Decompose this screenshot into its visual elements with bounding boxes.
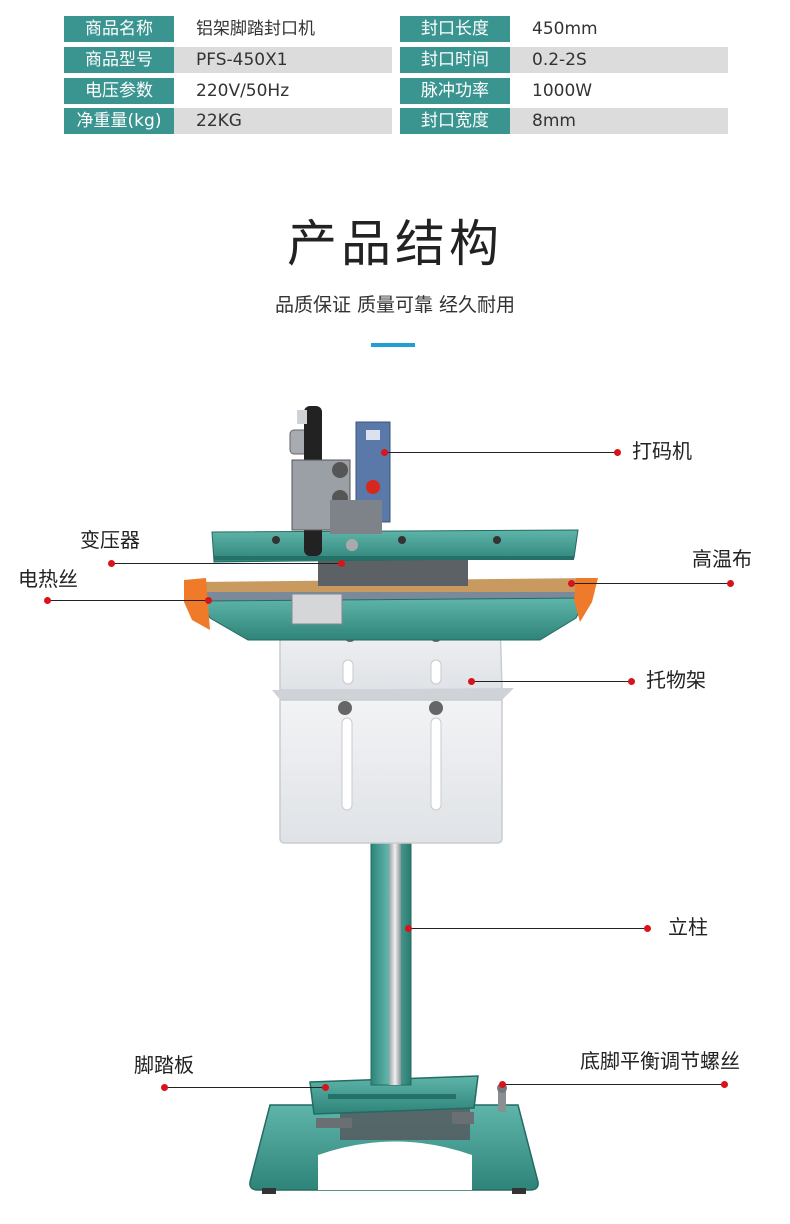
callout-label-tray: 托物架 (646, 668, 706, 692)
lower-jaw (184, 578, 598, 641)
callout-dot (568, 580, 575, 587)
spec-value: 450mm (532, 19, 598, 39)
spec-value: 0.2-2S (510, 47, 728, 73)
callout-line-teflon-cloth (572, 583, 730, 584)
callout-dot (161, 1084, 168, 1091)
spec-key: 封口时间 (400, 47, 510, 73)
callout-dot (44, 597, 51, 604)
spec-key: 商品名称 (64, 16, 174, 42)
callout-dot (338, 560, 345, 567)
callout-line-transformer (112, 563, 342, 564)
callout-dot (405, 925, 412, 932)
callout-dot (614, 449, 621, 456)
spec-value: 1000W (532, 81, 593, 101)
spec-row-voltage: 电压参数 220V/50Hz (64, 78, 392, 104)
spec-row-width: 封口宽度 8mm (400, 108, 728, 134)
spec-key: 封口宽度 (400, 108, 510, 134)
upper-jaw (211, 529, 579, 586)
callout-line-tray (472, 681, 632, 682)
spec-key: 电压参数 (64, 78, 174, 104)
callout-dot (205, 597, 212, 604)
section-title: 产品结构 (287, 215, 503, 273)
spec-row-length: 封口长度 450mm (400, 16, 728, 42)
callout-dot (628, 678, 635, 685)
spec-key: 净重量(kg) (64, 108, 174, 134)
callout-dot (721, 1081, 728, 1088)
callout-line-heating-wire (48, 600, 210, 601)
spec-key: 脉冲功率 (400, 78, 510, 104)
callout-dot (499, 1081, 506, 1088)
section-subtitle: 品质保证 质量可靠 经久耐用 (274, 294, 516, 316)
callout-dot (322, 1084, 329, 1091)
callout-label-pedal: 脚踏板 (134, 1053, 194, 1077)
callout-dot (108, 560, 115, 567)
callout-dot (468, 678, 475, 685)
spec-value: 8mm (510, 108, 728, 134)
callout-label-column: 立柱 (668, 915, 708, 939)
spec-value: 220V/50Hz (196, 81, 290, 101)
spec-key: 商品型号 (64, 47, 174, 73)
callout-line-coder (384, 452, 618, 453)
pedal (309, 1075, 479, 1140)
callout-label-transformer: 变压器 (80, 528, 140, 552)
callout-dot (727, 580, 734, 587)
callout-line-leveling-screw (502, 1084, 724, 1085)
callout-line-pedal (164, 1087, 326, 1088)
tray (272, 619, 514, 844)
spec-value: 铝架脚踏封口机 (196, 19, 315, 39)
callout-label-heating-wire: 电热丝 (18, 567, 78, 591)
spec-row-time: 封口时间 0.2-2S (400, 47, 728, 73)
spec-value: 22KG (174, 108, 392, 134)
callout-dot (381, 449, 388, 456)
spec-row-model: 商品型号 PFS-450X1 (64, 47, 392, 73)
spec-value: PFS-450X1 (174, 47, 392, 73)
spec-row-name: 商品名称 铝架脚踏封口机 (64, 16, 392, 42)
callout-line-column (408, 928, 648, 929)
column (370, 839, 412, 1086)
title-accent-bar (371, 343, 415, 347)
spec-row-power: 脉冲功率 1000W (400, 78, 728, 104)
callout-label-coder: 打码机 (632, 439, 692, 463)
coder (289, 406, 391, 556)
callout-dot (644, 925, 651, 932)
spec-key: 封口长度 (400, 16, 510, 42)
spec-row-weight: 净重量(kg) 22KG (64, 108, 392, 134)
callout-label-leveling-screw: 底脚平衡调节螺丝 (580, 1049, 740, 1073)
callout-label-teflon-cloth: 高温布 (692, 547, 752, 571)
